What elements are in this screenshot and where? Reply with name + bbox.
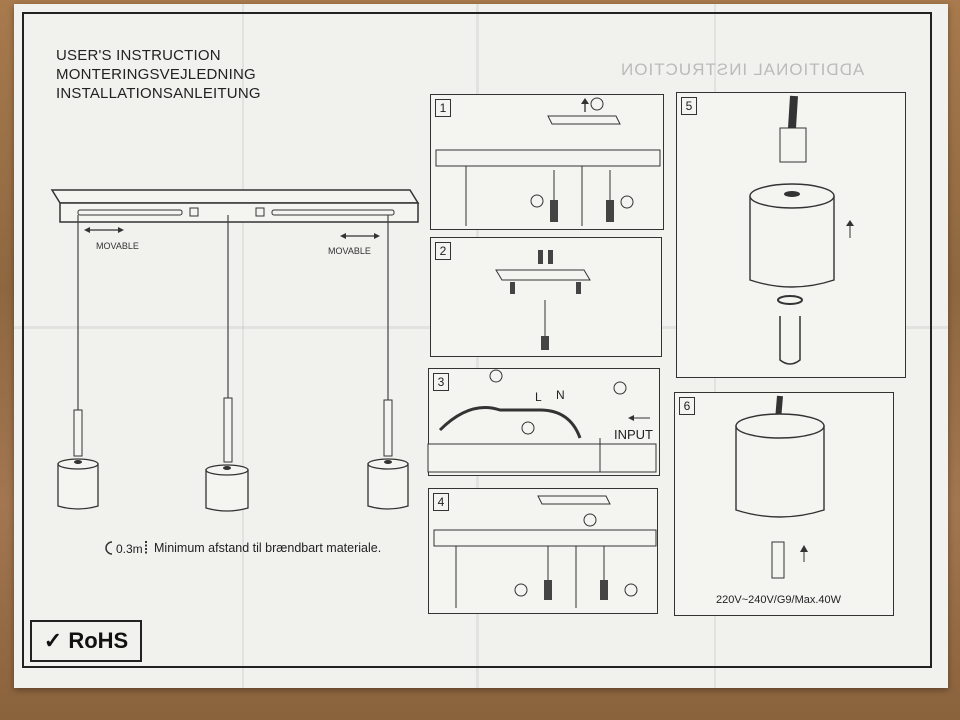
rail-clip [189,207,199,217]
step-number: 1 [435,99,451,117]
title-block: USER'S INSTRUCTION MONTERINGSVEJLEDNING … [56,46,261,103]
step-3-neutral-label: N [556,388,565,402]
movable-label-left: MOVABLE [96,241,139,251]
title-english: USER'S INSTRUCTION [56,47,221,64]
lamp-shade-left [57,458,99,510]
lamp-shade-center [205,464,249,512]
rohs-text: RoHS [68,628,129,653]
step-3-input-label: INPUT [614,427,653,442]
step-number: 4 [433,493,449,511]
step-number: 2 [435,242,451,260]
lamp-shade-right [367,458,409,510]
step-1-drawing [435,97,661,226]
step-6-spec: 220V~240V/G9/Max.40W [716,594,842,606]
movable-label-right: MOVABLE [328,246,371,256]
step-3-live-label: L [535,390,542,404]
rohs-badge: ✓ RoHS [30,620,142,662]
sheet-border [22,12,932,668]
rail-slot-left [77,209,183,216]
step-number: 5 [681,97,697,115]
step-number: 3 [433,373,449,391]
step-6-drawing [735,395,825,579]
step-4-drawing [433,495,657,608]
rail-slot-right [271,209,395,216]
distance-icon [105,541,113,555]
step-2-drawing [495,250,591,350]
step-number: 6 [679,397,695,415]
title-german: INSTALLATIONSANLEITUNG [56,85,261,102]
distance-note: Minimum afstand til brændbart materiale. [154,541,382,555]
distance-value: 0.3m [116,542,143,556]
canopy-bar-front [59,202,419,223]
rail-clip [255,207,265,217]
title-danish: MONTERINGSVEJLEDNING [56,66,256,83]
fold-line-vertical-left [242,4,244,688]
step-5-drawing [749,95,854,365]
step-3-drawing [427,369,657,473]
step-4-panel: 4 [428,488,658,614]
